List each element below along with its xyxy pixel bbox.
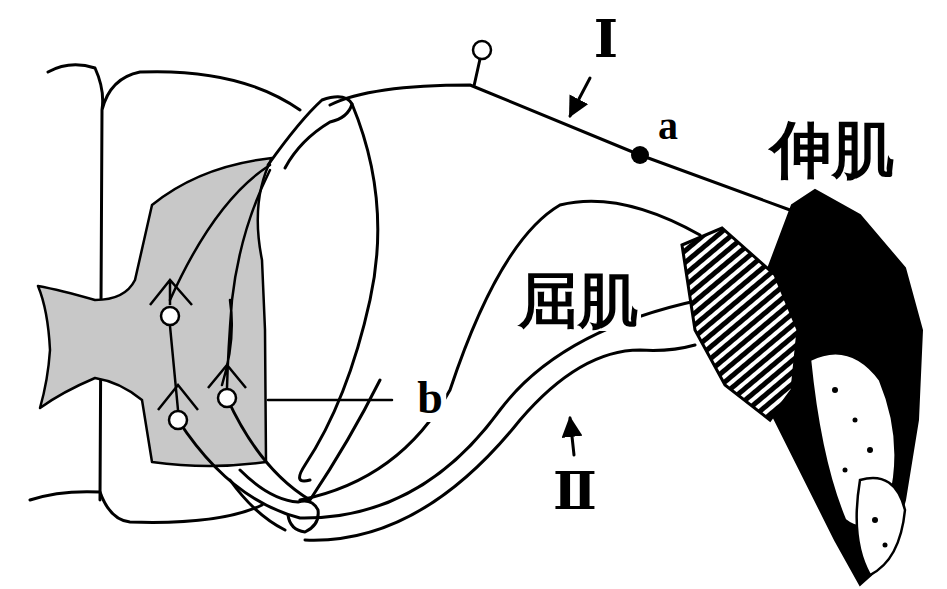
- leader-line: [268, 399, 392, 402]
- flexor-muscle: [682, 228, 798, 420]
- pointer-arrow: [570, 418, 574, 455]
- neuron-cell-body: [169, 411, 187, 429]
- neuron-cell-body: [218, 389, 236, 407]
- pointer-arrow: [570, 78, 590, 116]
- dendrite: [158, 385, 198, 410]
- point-a: [631, 146, 649, 164]
- neuron-fibre: [170, 165, 270, 410]
- spinal-cord-outline: [30, 492, 262, 523]
- bone-texture: [843, 468, 848, 473]
- muscle-name: 屈肌: [515, 269, 641, 331]
- motor-neuron: [178, 300, 700, 518]
- limb-outline: [300, 201, 700, 500]
- bone-texture: [832, 387, 838, 393]
- bone-texture: [883, 543, 888, 548]
- muscle-name: 伸肌: [767, 118, 897, 182]
- neuron-numeral: Ⅱ: [550, 465, 600, 519]
- dendrite: [150, 280, 192, 305]
- bone-texture: [872, 517, 878, 523]
- bone-texture: [853, 418, 858, 423]
- cell-body-stalk: [474, 59, 480, 86]
- spinal-nerve: [300, 104, 378, 481]
- neuron-cell-body: [161, 307, 179, 325]
- ventral-root: [240, 470, 318, 532]
- neuron-numeral: Ⅰ: [591, 13, 621, 67]
- ganglion-cell-body: [473, 41, 491, 59]
- motor-neuron: [227, 380, 380, 500]
- bone-texture: [867, 447, 873, 453]
- sensory-neuron: [330, 85, 790, 210]
- part-letter: b: [414, 374, 446, 422]
- point-letter: a: [655, 105, 681, 147]
- dorsal-root: [268, 97, 352, 168]
- dendrite: [208, 365, 246, 388]
- bone: [857, 478, 905, 575]
